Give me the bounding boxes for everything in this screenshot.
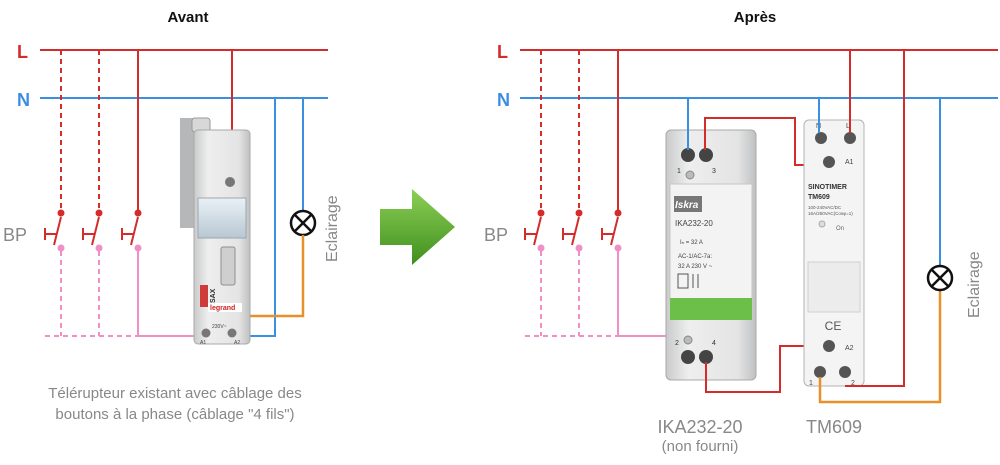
tm609-screw-2 <box>839 366 851 378</box>
legrand-term-a2: A2 <box>234 340 240 346</box>
caption-line-1: Télérupteur existant avec câblage des <box>48 385 301 402</box>
iskra-spec: 32 A 230 V ~ <box>678 264 713 270</box>
after-diagram: L N BP <box>484 42 998 455</box>
sinotimer-tm609: N L A1 SINOTIMER TM609 100-240VAC/DC 16A… <box>803 119 865 387</box>
tm609-term-a1: A1 <box>845 159 854 166</box>
tm609-screw-1 <box>814 366 826 378</box>
tm609-term-1: 1 <box>809 380 813 387</box>
lamp-switched-wire <box>246 235 305 318</box>
tm609-caption: TM609 <box>806 417 862 437</box>
tm609-on-label: On <box>836 226 844 232</box>
legrand-voltage: 230V~ <box>212 324 227 330</box>
iskra-term-1: 1 <box>677 168 681 175</box>
push-button-2 <box>82 209 103 252</box>
legrand-screw-a2 <box>227 328 237 338</box>
push-button-r1 <box>524 209 545 252</box>
iskra-term-2: 2 <box>675 340 679 347</box>
push-button-3 <box>121 209 142 252</box>
iskra-rating: Iₙ = 32 A <box>680 240 703 246</box>
legrand-term-a1: A1 <box>200 340 206 346</box>
tm609-spec-1: 100-240VAC/DC <box>808 205 842 210</box>
push-button-r2 <box>562 209 583 252</box>
iskra-brand: Iskra <box>675 200 699 211</box>
transition-arrow-icon <box>380 189 455 265</box>
tm609-term-a2: A2 <box>845 345 854 352</box>
title-after: Après <box>734 9 777 26</box>
iskra-caption: IKA232-20 <box>657 417 742 437</box>
lamp-label-right: Eclairage <box>966 251 983 318</box>
legrand-screw-a1 <box>201 328 211 338</box>
iskra-screw-1 <box>681 148 695 162</box>
iskra-contactor: 1 3 Iskra IKA232-20 Iₙ = 32 A AC-1/AC-7a… <box>665 129 757 381</box>
iskra-model: IKA232-20 <box>675 219 713 228</box>
lamp-icon-right <box>926 264 954 292</box>
iskra-screw-2 <box>681 350 695 364</box>
lamp-label-left: Eclairage <box>324 195 341 262</box>
button-return-bus <box>137 251 206 337</box>
tm609-led-icon <box>818 220 826 228</box>
button-return-bus-r <box>617 251 688 337</box>
iskra-term-4: 4 <box>712 340 716 347</box>
lamp-switched-wire-right <box>818 290 942 404</box>
iskra-green-band <box>670 298 752 320</box>
live-label-right: L <box>497 42 508 62</box>
iskra-term-3: 3 <box>712 168 716 175</box>
lamp-icon-left <box>289 209 317 237</box>
legrand-relay: ISAX legrand 230V~ A1 A2 <box>180 117 251 346</box>
push-button-1 <box>44 209 65 252</box>
tm609-screw-a1 <box>823 156 835 168</box>
legrand-top-screw <box>225 177 235 187</box>
iskra-screw-4 <box>699 350 713 364</box>
before-diagram: L N BP <box>3 42 341 423</box>
neutral-label-left: N <box>17 90 30 110</box>
tm609-model: TM609 <box>808 194 830 201</box>
iskra-a2-link-wire <box>705 345 823 393</box>
neutral-label-right: N <box>497 90 510 110</box>
tm609-screw-n <box>815 132 827 144</box>
tm609-screw-a2 <box>823 340 835 352</box>
tm609-output-live-wire <box>845 50 905 387</box>
iskra-schematic-icon <box>677 273 699 289</box>
tm609-screw-l <box>844 132 856 144</box>
legrand-model: ISAX <box>210 288 217 305</box>
ce-mark-icon: CE <box>825 319 842 333</box>
bp-label-right: BP <box>484 225 508 245</box>
live-label-left: L <box>17 42 28 62</box>
tm609-term-l: L <box>846 123 850 130</box>
tm609-term-2: 2 <box>851 380 855 387</box>
bp-label-left: BP <box>3 225 27 245</box>
tm609-brand: SINOTIMER <box>808 184 847 191</box>
push-button-r3 <box>601 209 622 252</box>
tm609-spec-2: 16A/250VAC(Cosφ=1) <box>808 211 853 216</box>
iskra-screw-3 <box>699 148 713 162</box>
iskra-category: AC-1/AC-7a: <box>678 254 712 260</box>
iskra-caption-note: (non fourni) <box>662 438 739 455</box>
caption-line-2: boutons à la phase (câblage "4 fils") <box>55 406 294 423</box>
legrand-brand: legrand <box>210 305 235 312</box>
title-before: Avant <box>167 9 208 26</box>
